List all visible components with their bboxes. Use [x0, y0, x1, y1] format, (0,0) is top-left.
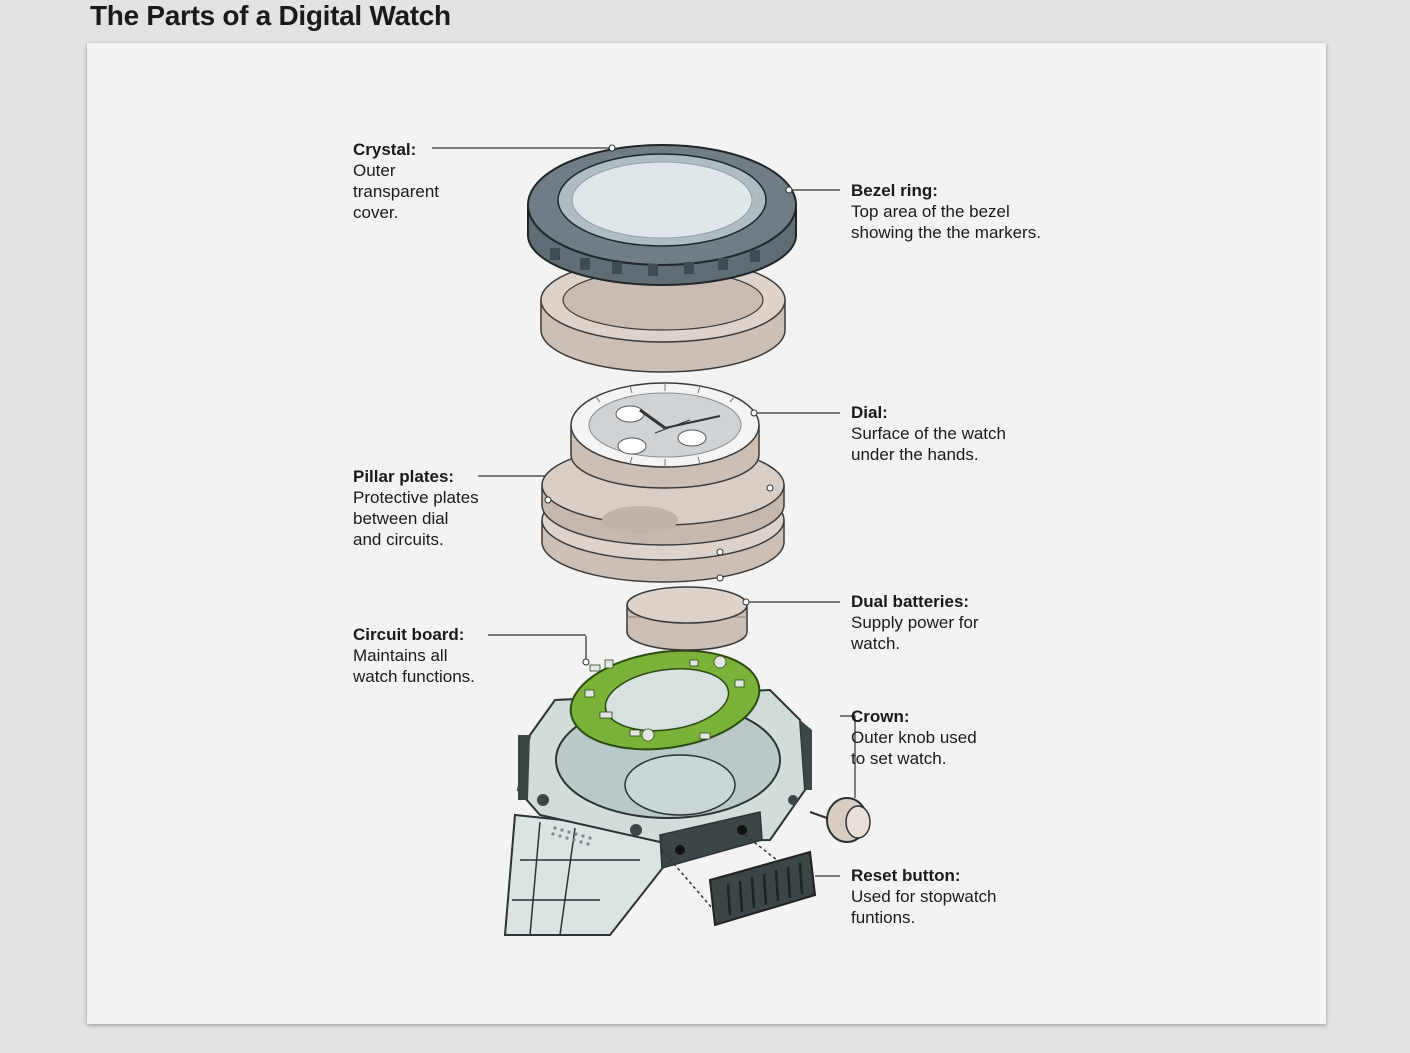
callout-crystal: Crystal: Outer transparent cover. — [353, 139, 439, 223]
callout-desc: Supply power for watch. — [851, 613, 979, 653]
dial-part — [570, 382, 760, 489]
callout-title: Bezel ring: — [851, 181, 938, 200]
callout-desc: Surface of the watch under the hands. — [851, 424, 1006, 464]
callout-desc: Outer knob used to set watch. — [851, 728, 977, 768]
callout-title: Crown: — [851, 707, 910, 726]
bezel-lower-ring — [540, 257, 786, 373]
leader-lines — [432, 147, 856, 877]
callout-circuit-board: Circuit board: Maintains all watch funct… — [353, 624, 475, 687]
callout-reset-button: Reset button: Used for stopwatch funtion… — [851, 865, 997, 928]
callout-desc: Protective plates between dial and circu… — [353, 488, 479, 549]
callout-desc: Top area of the bezel showing the the ma… — [851, 202, 1041, 242]
circuit-board-part — [569, 636, 761, 751]
batteries-part — [626, 586, 750, 651]
crystal-bezel-part — [527, 144, 797, 286]
callout-crown: Crown: Outer knob used to set watch. — [851, 706, 977, 769]
callout-desc: Outer transparent cover. — [353, 161, 439, 222]
callout-desc: Maintains all watch functions. — [353, 646, 475, 686]
callout-title: Dial: — [851, 403, 888, 422]
callout-dual-batteries: Dual batteries: Supply power for watch. — [851, 591, 979, 654]
callout-dial: Dial: Surface of the watch under the han… — [851, 402, 1006, 465]
callout-bezel-ring: Bezel ring: Top area of the bezel showin… — [851, 180, 1041, 243]
callout-title: Dual batteries: — [851, 592, 970, 611]
callout-title: Pillar plates: — [353, 467, 455, 486]
callout-pillar-plates: Pillar plates: Protective plates between… — [353, 466, 479, 550]
callout-title: Reset button: — [851, 866, 961, 885]
callout-title: Circuit board: — [353, 625, 465, 644]
callout-title: Crystal: — [353, 140, 417, 159]
page-title: The Parts of a Digital Watch — [90, 0, 451, 31]
reset-button-part — [708, 850, 817, 927]
callout-desc: Used for stopwatch funtions. — [851, 887, 997, 927]
crown-part — [809, 797, 871, 843]
